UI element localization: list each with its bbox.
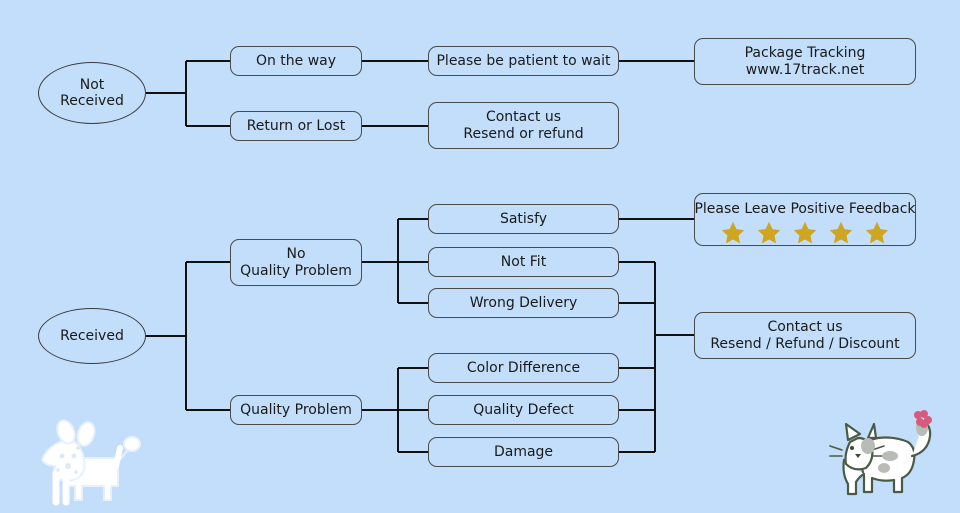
node-return-or-lost[interactable]: Return or Lost [230, 111, 362, 141]
flower-icon [914, 410, 932, 428]
node-not-received-line1: Not [79, 76, 105, 93]
node-damage[interactable]: Damage [428, 437, 619, 467]
node-quality-defect-label: Quality Defect [473, 401, 574, 418]
node-quality-problem[interactable]: Quality Problem [230, 395, 362, 425]
node-no-quality-problem[interactable]: No Quality Problem [230, 239, 362, 286]
node-quality-problem-label: Quality Problem [240, 401, 352, 418]
node-wrong-delivery[interactable]: Wrong Delivery [428, 288, 619, 318]
node-on-the-way-label: On the way [255, 52, 337, 69]
dog-illustration [41, 419, 141, 506]
node-contact-discount-line2: Resend / Refund / Discount [710, 335, 900, 352]
cat-illustration [829, 410, 932, 496]
node-not-fit[interactable]: Not Fit [428, 247, 619, 277]
node-contact-resend-refund-discount[interactable]: Contact us Resend / Refund / Discount [694, 312, 916, 359]
node-contact-resend-or-refund[interactable]: Contact us Resend or refund [428, 102, 619, 149]
star-icon [721, 221, 745, 244]
node-not-received[interactable]: Not Received [38, 62, 146, 124]
node-quality-defect[interactable]: Quality Defect [428, 395, 619, 425]
node-package-tracking-line1: Package Tracking [744, 45, 866, 62]
node-color-difference[interactable]: Color Difference [428, 353, 619, 383]
node-received[interactable]: Received [38, 308, 146, 364]
node-package-tracking-line2: www.17track.net [745, 61, 865, 78]
node-damage-label: Damage [493, 443, 554, 460]
node-satisfy-label: Satisfy [499, 210, 548, 227]
star-icon [757, 221, 781, 244]
node-on-the-way[interactable]: On the way [230, 46, 362, 76]
node-not-fit-label: Not Fit [500, 253, 547, 270]
node-contact-discount-line1: Contact us [767, 319, 843, 336]
feedback-label: Please Leave Positive Feedback [694, 201, 916, 217]
node-contact-resend-refund-line1: Contact us [485, 109, 562, 126]
node-no-quality-problem-line1: No [286, 246, 306, 263]
node-satisfy[interactable]: Satisfy [428, 204, 619, 234]
node-positive-feedback[interactable]: Please Leave Positive Feedback [694, 193, 916, 246]
star-icon [829, 221, 853, 244]
node-received-label: Received [60, 327, 124, 344]
node-contact-resend-refund-line2: Resend or refund [463, 125, 584, 142]
node-no-quality-problem-line2: Quality Problem [240, 262, 352, 279]
node-please-be-patient-label: Please be patient to wait [436, 52, 611, 69]
star-icon [793, 221, 817, 244]
node-not-received-line2: Received [60, 93, 124, 109]
node-return-or-lost-label: Return or Lost [246, 117, 346, 134]
node-package-tracking[interactable]: Package Tracking www.17track.net [694, 38, 916, 85]
star-icon [865, 221, 889, 244]
star-rating[interactable] [720, 220, 890, 246]
node-color-difference-label: Color Difference [466, 359, 581, 376]
node-please-be-patient[interactable]: Please be patient to wait [428, 46, 619, 76]
node-wrong-delivery-label: Wrong Delivery [469, 294, 578, 311]
